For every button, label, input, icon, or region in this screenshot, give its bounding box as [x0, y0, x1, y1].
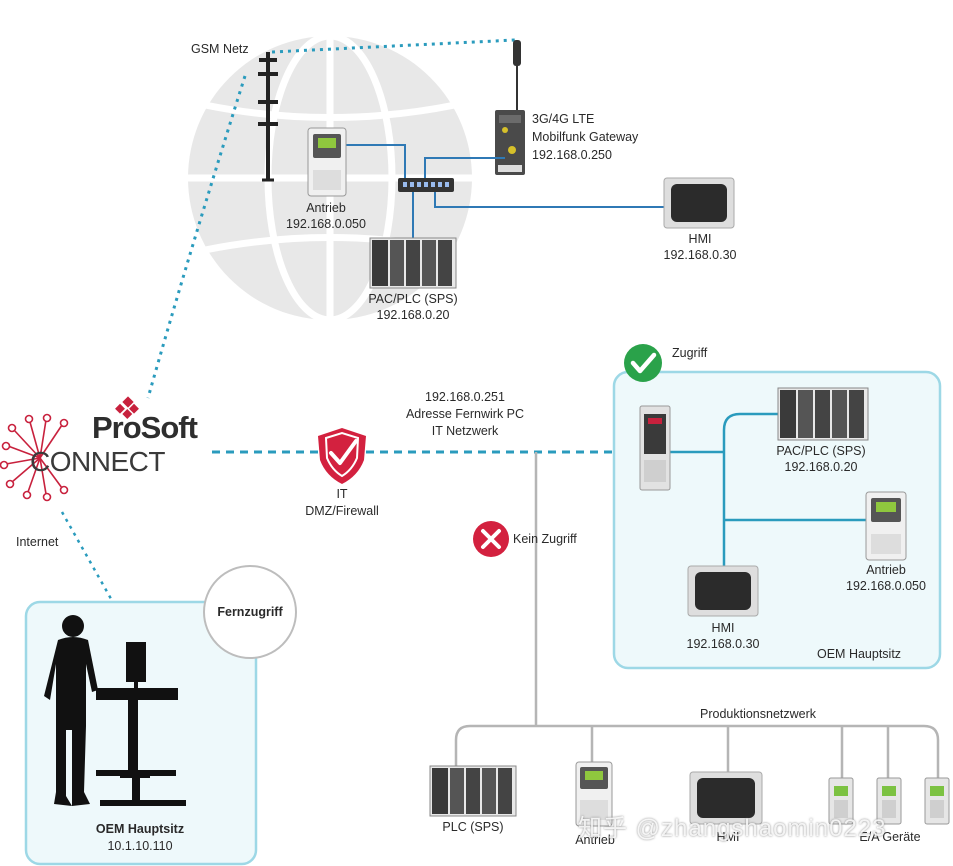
hmi-panel-icon	[687, 565, 759, 617]
firewall-line1: IT	[336, 487, 348, 501]
allow-icon	[624, 344, 662, 382]
firewall-line2: DMZ/Firewall	[305, 504, 379, 518]
oem-lan-cables	[668, 412, 878, 570]
production-io-label: E/A Geräte	[859, 830, 921, 844]
logo-brand: ProSoft	[92, 410, 198, 445]
plc-rack-icon	[429, 765, 517, 817]
it-address-line3: IT Netzwerk	[431, 424, 499, 438]
io-device-icon	[876, 777, 902, 825]
it-address-line2: Adresse Fernwirk PC	[405, 407, 525, 421]
internet-label: Internet	[16, 535, 59, 549]
io-device-icon	[828, 777, 854, 825]
lte-gateway-icon	[495, 40, 525, 175]
gateway-label-line3: 192.168.0.250	[532, 148, 612, 162]
remote-hmi-ip: 192.168.0.30	[663, 248, 737, 262]
drive-icon	[575, 761, 613, 827]
hmi-panel-icon	[663, 177, 735, 229]
plc-rack-icon	[777, 387, 869, 441]
remote-plc-ip: 192.168.0.20	[376, 308, 450, 322]
production-plc-label: PLC (SPS)	[442, 820, 504, 834]
oem-plc-name: PAC/PLC (SPS)	[776, 444, 866, 458]
hmi-panel-icon	[689, 771, 763, 825]
deny-icon	[473, 521, 509, 557]
remote-plc-name: PAC/PLC (SPS)	[368, 292, 458, 306]
fernzugriff-label: Fernzugriff	[217, 605, 283, 619]
gsm-label: GSM Netz	[191, 42, 249, 56]
oem-drive-name: Antrieb	[866, 563, 906, 577]
fernzugriff-badge	[203, 565, 297, 659]
oem-plc-ip: 192.168.0.20	[784, 460, 858, 474]
production-hmi-label: HMI	[716, 830, 740, 844]
gateway-label-line2: Mobilfunk Gateway	[532, 130, 639, 144]
oem-hmi-ip: 192.168.0.30	[686, 637, 760, 651]
remote-hmi-name: HMI	[688, 232, 712, 246]
firewall-shield-icon	[318, 428, 366, 484]
network-switch-icon	[398, 178, 454, 192]
drive-icon	[865, 491, 907, 561]
remote-lan-cables	[345, 144, 665, 240]
remote-drive-ip: 192.168.0.050	[286, 217, 366, 231]
logo-product: CONNECT	[30, 446, 165, 477]
oem-hmi-name: HMI	[711, 621, 735, 635]
oem-drive-ip: 192.168.0.050	[846, 579, 926, 593]
production-title: Produktionsnetzwerk	[700, 707, 817, 721]
production-bus	[454, 724, 940, 778]
prosoft-gateway-icon	[639, 405, 671, 491]
production-drive-label: Antrieb	[575, 833, 615, 847]
access-granted-label: Zugriff	[672, 346, 708, 360]
drive-icon	[307, 127, 347, 197]
gateway-label-line1: 3G/4G LTE	[532, 112, 595, 126]
remote-site-ip: 10.1.10.110	[107, 839, 173, 853]
person-workstation-icon	[44, 615, 186, 806]
io-device-icon	[924, 777, 950, 825]
remote-site-title: OEM Hauptsitz	[95, 822, 185, 836]
remote-drive-name: Antrieb	[306, 201, 346, 215]
prosoft-connect-logo	[0, 396, 139, 502]
access-denied-label: Kein Zugriff	[513, 532, 577, 546]
it-address-line1: 192.168.0.251	[425, 390, 505, 404]
gsm-link-to-gateway	[271, 38, 516, 54]
plc-rack-icon	[369, 237, 457, 289]
gsm-tower-icon	[258, 52, 278, 182]
watermark-text: 知乎 @zhangshaomin0223	[578, 815, 887, 842]
oem-hq-title: OEM Hauptsitz	[817, 647, 902, 661]
